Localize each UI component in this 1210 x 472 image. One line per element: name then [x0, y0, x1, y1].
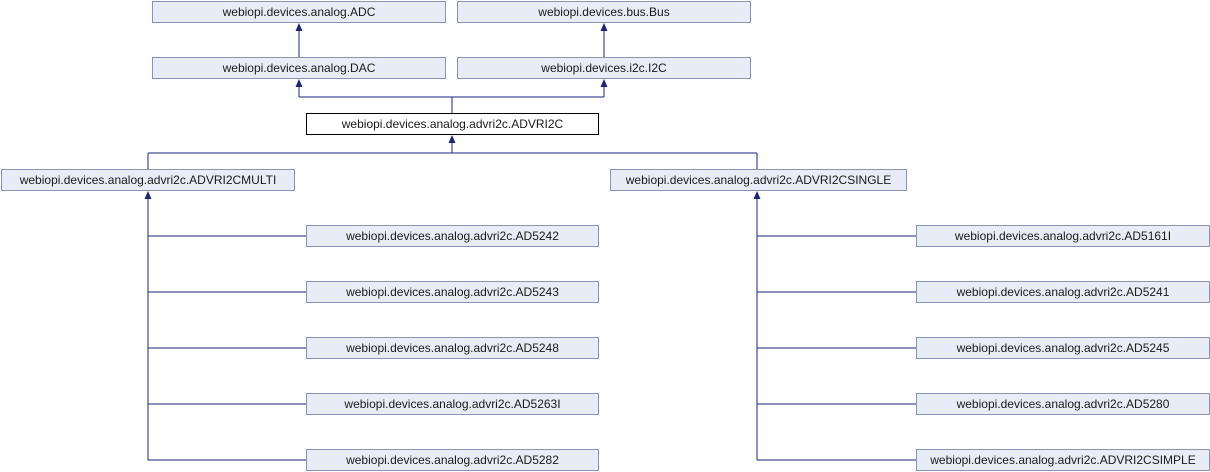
node-ad5282[interactable]: webiopi.devices.analog.advri2c.AD5282 [306, 449, 599, 471]
node-ad5242[interactable]: webiopi.devices.analog.advri2c.AD5242 [306, 225, 599, 247]
node-ad5263i[interactable]: webiopi.devices.analog.advri2c.AD5263I [306, 393, 599, 415]
node-ad5243[interactable]: webiopi.devices.analog.advri2c.AD5243 [306, 281, 599, 303]
arrowhead-single [753, 191, 761, 199]
node-advri2c: webiopi.devices.analog.advri2c.ADVRI2C [306, 113, 599, 135]
node-advri2csimple[interactable]: webiopi.devices.analog.advri2c.ADVRI2CSI… [916, 449, 1210, 471]
node-advri2cmulti[interactable]: webiopi.devices.analog.advri2c.ADVRI2CMU… [1, 169, 295, 191]
arrowhead-dac [295, 79, 303, 87]
arrowhead-advri2c [448, 135, 456, 143]
arrowhead-bus [600, 23, 608, 31]
node-bus[interactable]: webiopi.devices.bus.Bus [457, 1, 751, 23]
node-ad5161i[interactable]: webiopi.devices.analog.advri2c.AD5161I [916, 225, 1210, 247]
node-advri2csingle[interactable]: webiopi.devices.analog.advri2c.ADVRI2CSI… [610, 169, 907, 191]
arrowhead-i2c [600, 79, 608, 87]
node-dac[interactable]: webiopi.devices.analog.DAC [152, 57, 446, 79]
node-ad5245[interactable]: webiopi.devices.analog.advri2c.AD5245 [916, 337, 1210, 359]
node-ad5248[interactable]: webiopi.devices.analog.advri2c.AD5248 [306, 337, 599, 359]
node-ad5280[interactable]: webiopi.devices.analog.advri2c.AD5280 [916, 393, 1210, 415]
node-ad5241[interactable]: webiopi.devices.analog.advri2c.AD5241 [916, 281, 1210, 303]
arrowhead-adc [295, 23, 303, 31]
arrowhead-multi [144, 191, 152, 199]
node-adc[interactable]: webiopi.devices.analog.ADC [152, 1, 446, 23]
node-i2c[interactable]: webiopi.devices.i2c.I2C [457, 57, 751, 79]
